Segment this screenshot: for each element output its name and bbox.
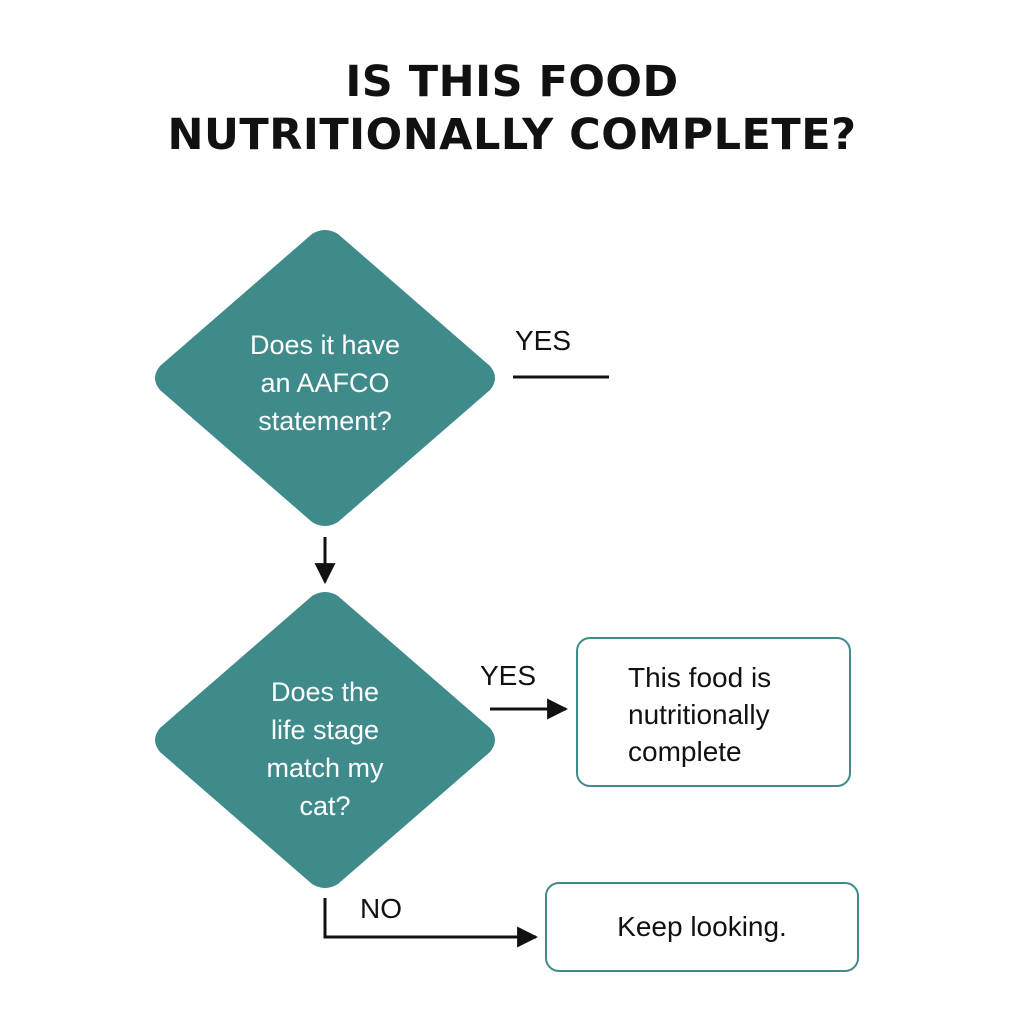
diagram-title: IS THIS FOOD NUTRITIONALLY COMPLETE? bbox=[0, 56, 1024, 162]
result-complete-box: This food is nutritionally complete bbox=[576, 637, 851, 787]
result-complete-line: nutritionally bbox=[628, 699, 770, 730]
decision-diamond-life-stage bbox=[155, 592, 495, 888]
title-line-2: NUTRITIONALLY COMPLETE? bbox=[167, 110, 857, 160]
result-keep-looking-box: Keep looking. bbox=[545, 882, 859, 972]
decision-aafco-line: statement? bbox=[258, 406, 392, 436]
yes-label-life-stage: YES bbox=[480, 660, 537, 691]
decision-aafco-line: Does it have bbox=[249, 330, 401, 360]
decision-diamond-aafco bbox=[155, 230, 495, 526]
decision-life-stage-line: Does the bbox=[270, 677, 380, 707]
result-complete-line: This food is bbox=[628, 662, 772, 693]
result-complete-text: This food is nutritionally complete bbox=[628, 659, 771, 770]
no-arrow-connector bbox=[323, 898, 539, 948]
result-keep-looking-text: Keep looking. bbox=[617, 911, 787, 942]
decision-life-stage-line: cat? bbox=[299, 791, 351, 821]
title-line-1: IS THIS FOOD bbox=[345, 57, 679, 107]
yes-label-aafco: YES bbox=[515, 325, 572, 356]
result-complete-line: complete bbox=[628, 736, 742, 767]
decision-aafco-text: Does it have an AAFCO statement? bbox=[215, 326, 435, 440]
decision-life-stage-line: life stage bbox=[270, 715, 380, 745]
no-label: NO bbox=[360, 893, 402, 924]
decision-life-stage-line: match my bbox=[266, 753, 384, 783]
decision-aafco-line: an AAFCO bbox=[260, 368, 390, 398]
decision-life-stage-text: Does the life stage match my cat? bbox=[215, 673, 435, 825]
